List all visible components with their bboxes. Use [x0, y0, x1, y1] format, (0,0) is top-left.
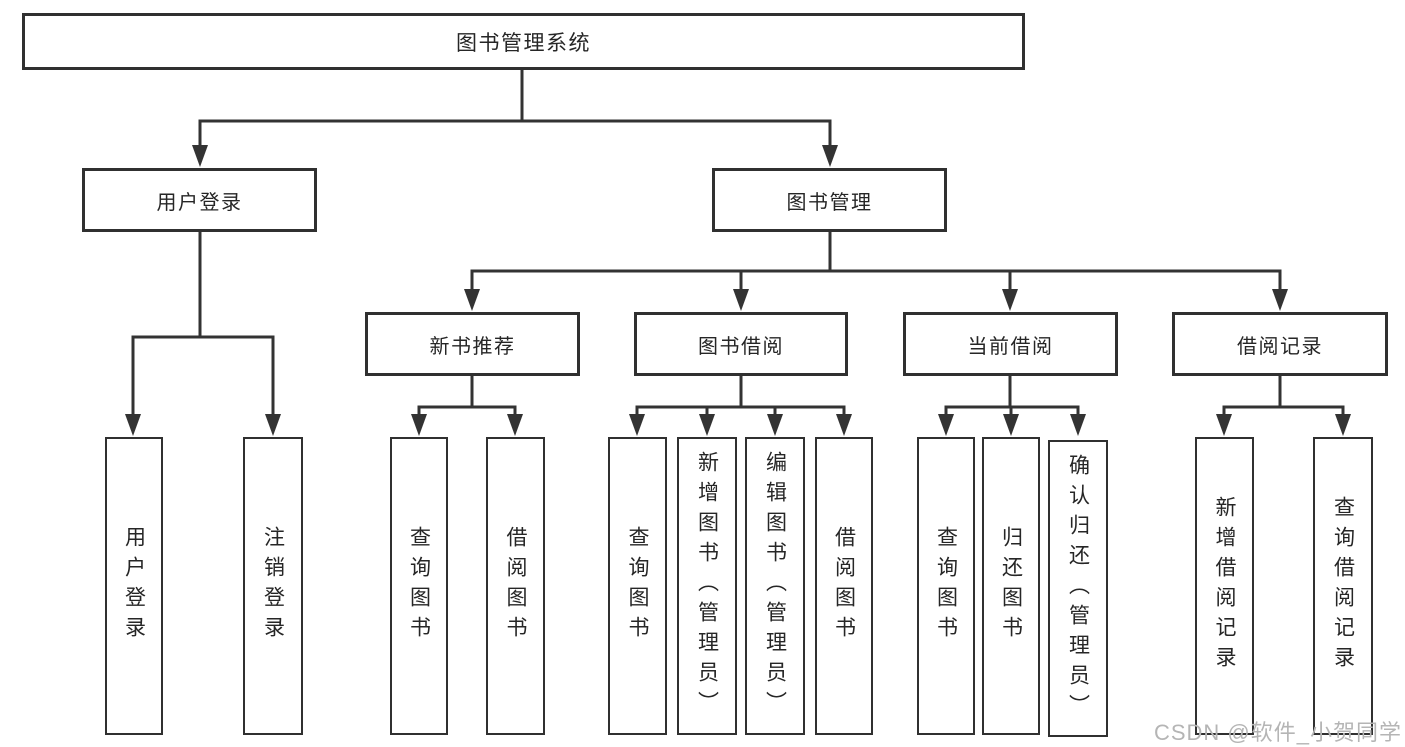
- connector-recommend-to-leaves: [411, 375, 523, 436]
- leaf-add-borrow-record: 新增借阅记录: [1195, 437, 1254, 735]
- leaf-borrow-book-label: 借阅图书: [832, 526, 856, 646]
- leaf-query-borrow-record: 查询借阅记录: [1313, 437, 1373, 735]
- node-new-book-recommend-label: 新书推荐: [429, 335, 516, 358]
- leaf-logout: 注销登录: [243, 437, 303, 735]
- leaf-query-book-recommend-label: 查询图书: [407, 526, 431, 646]
- node-root-label: 图书管理系统: [456, 31, 591, 55]
- node-user-login-label: 用户登录: [156, 191, 243, 214]
- leaf-add-book-admin-label: 新增图书（管理员）: [695, 451, 719, 721]
- node-root: 图书管理系统: [22, 13, 1025, 70]
- leaf-user-login-label: 用户登录: [122, 526, 146, 646]
- leaf-query-book-current-label: 查询图书: [934, 526, 958, 646]
- node-borrow-records: 借阅记录: [1172, 312, 1388, 376]
- connector-root-to-level2: [192, 70, 838, 167]
- node-book-management-label: 图书管理: [786, 191, 873, 214]
- leaf-borrow-book-recommend-label: 借阅图书: [504, 526, 527, 646]
- leaf-query-book-recommend: 查询图书: [390, 437, 448, 735]
- leaf-add-book-admin: 新增图书（管理员）: [677, 437, 737, 735]
- leaf-query-book-borrow: 查询图书: [608, 437, 667, 735]
- leaf-edit-book-admin-label: 编辑图书（管理员）: [763, 451, 787, 721]
- leaf-confirm-return-admin: 确认归还（管理员）: [1048, 440, 1108, 737]
- connector-current-to-leaves: [938, 375, 1086, 436]
- connector-borrow-to-leaves: [629, 375, 852, 436]
- leaf-add-borrow-record-label: 新增借阅记录: [1213, 496, 1236, 676]
- node-new-book-recommend: 新书推荐: [365, 312, 580, 376]
- node-current-borrow: 当前借阅: [903, 312, 1118, 376]
- leaf-user-login: 用户登录: [105, 437, 163, 735]
- connector-records-to-leaves: [1216, 375, 1351, 436]
- leaf-borrow-book: 借阅图书: [815, 437, 873, 735]
- node-borrow-records-label: 借阅记录: [1237, 335, 1323, 358]
- leaf-query-book-current: 查询图书: [917, 437, 975, 735]
- leaf-edit-book-admin: 编辑图书（管理员）: [745, 437, 805, 735]
- csdn-watermark: CSDN @软件_小贺同学: [1153, 720, 1402, 745]
- leaf-query-borrow-record-label: 查询借阅记录: [1331, 496, 1355, 676]
- leaf-return-book-label: 归还图书: [999, 526, 1023, 646]
- leaf-confirm-return-admin-label: 确认归还（管理员）: [1066, 453, 1090, 724]
- node-book-borrow-label: 图书借阅: [698, 335, 784, 358]
- node-book-management: 图书管理: [712, 168, 947, 232]
- node-book-borrow: 图书借阅: [634, 312, 848, 376]
- node-current-borrow-label: 当前借阅: [967, 335, 1054, 358]
- connector-management-to-level3: [464, 231, 1288, 311]
- node-user-login: 用户登录: [82, 168, 317, 232]
- leaf-logout-label: 注销登录: [261, 526, 285, 646]
- leaf-borrow-book-recommend: 借阅图书: [486, 437, 545, 735]
- leaf-query-book-borrow-label: 查询图书: [626, 526, 649, 646]
- connector-login-to-leaves: [125, 231, 281, 436]
- leaf-return-book: 归还图书: [982, 437, 1040, 735]
